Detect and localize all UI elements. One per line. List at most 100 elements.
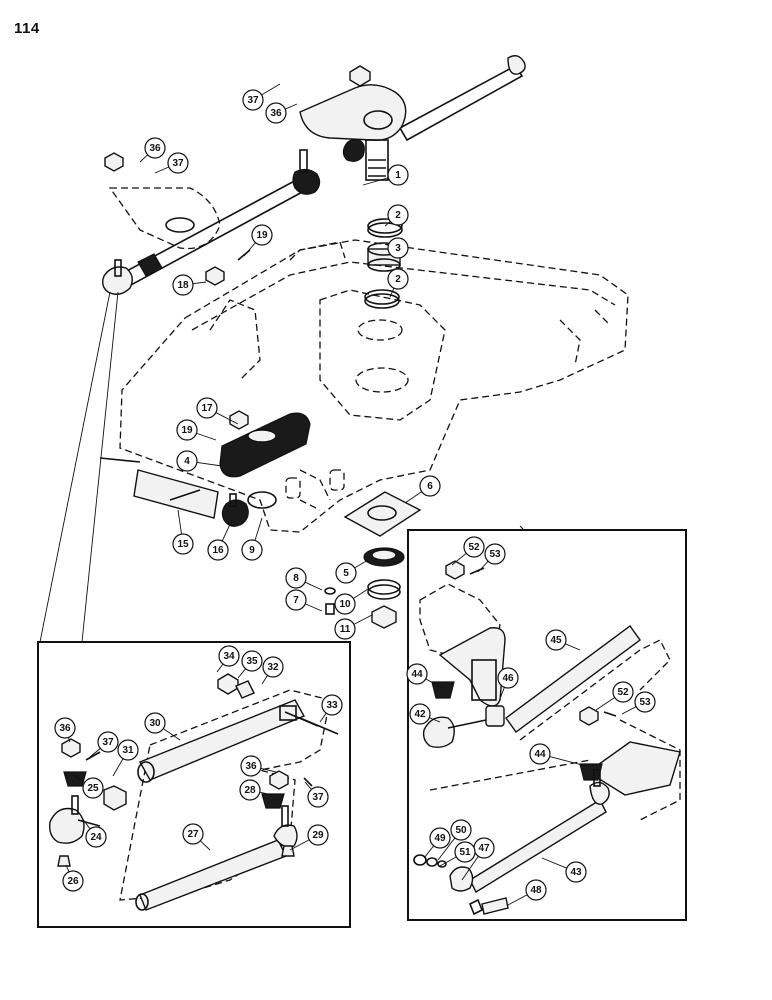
- part-callout-48: 48: [525, 879, 547, 901]
- callout-leader-2: [389, 287, 395, 298]
- callout-circle: [497, 667, 519, 689]
- callout-number: 36: [149, 143, 161, 154]
- callout-leader-24: [81, 817, 91, 830]
- part-callout-46: 46: [497, 667, 519, 689]
- callout-leader-53: [477, 560, 489, 573]
- callout-number: 3: [395, 243, 401, 254]
- part-callout-31: 31: [117, 739, 139, 761]
- part-callout-52: 52: [463, 536, 485, 558]
- callout-leader-2: [384, 221, 391, 227]
- callout-leader-11: [353, 614, 373, 625]
- part-callout-15: 15: [172, 533, 194, 555]
- callout-circle: [85, 826, 107, 848]
- callout-leader-37: [89, 748, 101, 758]
- callout-circle: [182, 823, 204, 845]
- callout-leader-46: [497, 687, 505, 705]
- callout-leader-49: [423, 845, 435, 859]
- part-callout-9: 9: [241, 539, 263, 561]
- callout-circle: [307, 786, 329, 808]
- callout-number: 50: [455, 825, 467, 836]
- part-callout-3: 3: [387, 237, 409, 259]
- callout-circle: [307, 824, 329, 846]
- callout-number: 28: [244, 785, 256, 796]
- callout-circle: [240, 755, 262, 777]
- part-callout-36: 36: [144, 137, 166, 159]
- part-callout-10: 10: [334, 593, 356, 615]
- steering-arm-upper: [299, 65, 407, 181]
- callout-leader-44: [425, 678, 443, 689]
- callout-circle: [387, 164, 409, 186]
- callout-leader-9: [254, 517, 263, 541]
- callout-leader-43: [541, 857, 567, 869]
- part-callout-44: 44: [529, 743, 551, 765]
- callout-number: 52: [617, 687, 629, 698]
- callout-circle: [545, 629, 567, 651]
- callout-circle: [117, 739, 139, 761]
- callout-circle: [265, 102, 287, 124]
- callout-leader-30: [163, 728, 181, 741]
- upper-tie-rod: [398, 55, 526, 142]
- part-callout-29: 29: [307, 824, 329, 846]
- part-callout-28: 28: [239, 779, 261, 801]
- callout-circle: [207, 539, 229, 561]
- callout-leader-25: [71, 773, 85, 783]
- callout-circle: [54, 717, 76, 739]
- callout-number: 36: [270, 108, 282, 119]
- callout-circle: [387, 204, 409, 226]
- callout-circle: [82, 777, 104, 799]
- callout-leader-36: [260, 767, 277, 773]
- callout-leader-36: [139, 154, 148, 163]
- callout-number: 48: [530, 885, 542, 896]
- callout-circle: [565, 861, 587, 883]
- callout-circle: [285, 567, 307, 589]
- callout-number: 31: [122, 745, 134, 756]
- callout-circle: [172, 533, 194, 555]
- part-callout-30: 30: [144, 712, 166, 734]
- callout-number: 47: [478, 843, 490, 854]
- callout-leader-26: [65, 864, 70, 873]
- kingpin-parts: [324, 491, 422, 629]
- part-callout-27: 27: [182, 823, 204, 845]
- page-number: 114: [14, 20, 40, 37]
- callout-number: 32: [267, 662, 279, 673]
- callout-number: 42: [414, 709, 426, 720]
- inset-leader-left: [39, 291, 119, 643]
- callout-number: 43: [570, 867, 582, 878]
- callout-number: 36: [59, 723, 71, 734]
- part-callout-25: 25: [82, 777, 104, 799]
- callout-circle: [62, 870, 84, 892]
- callout-circle: [387, 237, 409, 259]
- callout-number: 44: [411, 669, 423, 680]
- part-callout-45: 45: [545, 629, 567, 651]
- callout-number: 4: [184, 456, 190, 467]
- part-callout-33: 33: [321, 694, 343, 716]
- callout-circle: [251, 224, 273, 246]
- callout-number: 7: [293, 595, 299, 606]
- callout-leader-18: [192, 281, 207, 285]
- callout-leader-44: [549, 756, 587, 767]
- callout-leader-8: [304, 581, 323, 591]
- callout-number: 30: [149, 718, 161, 729]
- callout-number: 34: [223, 651, 235, 662]
- callout-circle: [262, 656, 284, 678]
- callout-circle: [97, 731, 119, 753]
- part-callout-2: 2: [387, 204, 409, 226]
- callout-circle: [529, 743, 551, 765]
- part-callout-19: 19: [251, 224, 273, 246]
- part-callout-35: 35: [241, 650, 263, 672]
- callout-number: 29: [312, 830, 324, 841]
- part-callout-36: 36: [54, 717, 76, 739]
- callout-number: 15: [177, 539, 189, 550]
- callout-leader-37: [154, 166, 170, 174]
- callout-leader-53: [621, 706, 637, 715]
- callout-leader-19: [196, 432, 217, 441]
- part-callout-37: 37: [307, 786, 329, 808]
- callout-leader-17: [215, 412, 239, 425]
- callout-circle: [176, 419, 198, 441]
- part-callout-6: 6: [419, 475, 441, 497]
- part-callout-37: 37: [242, 89, 264, 111]
- callout-leader-7: [305, 603, 323, 612]
- callout-leader-36: [67, 737, 71, 743]
